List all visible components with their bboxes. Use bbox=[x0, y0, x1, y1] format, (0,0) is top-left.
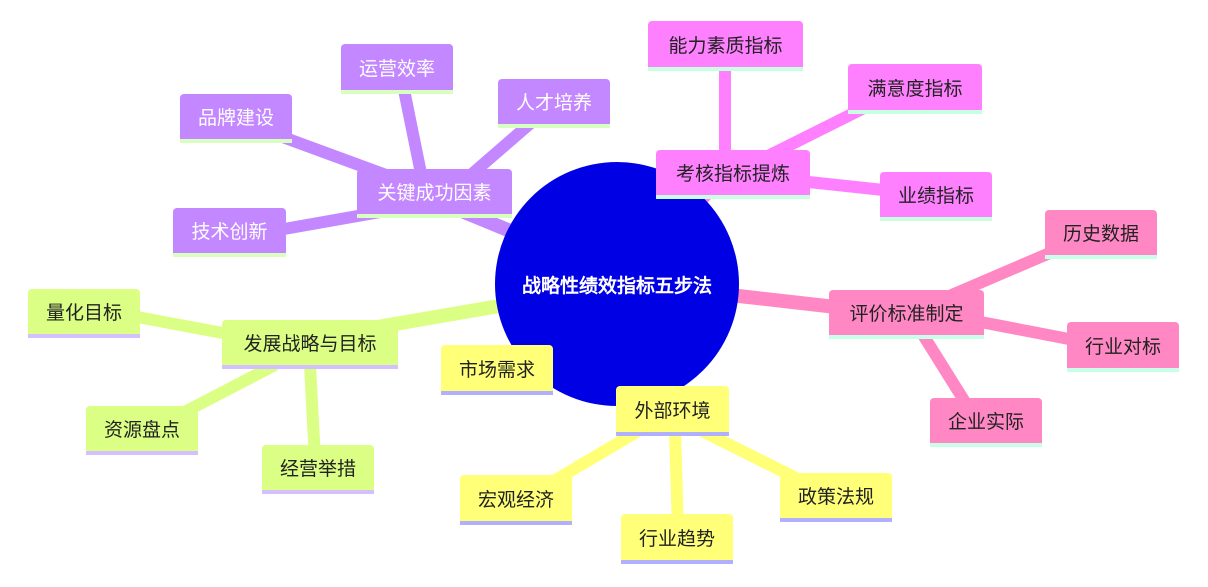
branch-indicators[interactable]: 考核指标提炼 bbox=[656, 150, 810, 199]
branch-success-factors[interactable]: 关键成功因素 bbox=[357, 169, 512, 218]
branch-environment[interactable]: 外部环境 bbox=[616, 386, 729, 436]
node-tech[interactable]: 技术创新 bbox=[173, 208, 286, 257]
node-history[interactable]: 历史数据 bbox=[1045, 210, 1157, 259]
node-benchmark[interactable]: 行业对标 bbox=[1067, 322, 1179, 372]
node-policy[interactable]: 政策法规 bbox=[780, 473, 892, 522]
node-operations[interactable]: 运营效率 bbox=[341, 44, 453, 94]
node-reality[interactable]: 企业实际 bbox=[930, 398, 1042, 447]
node-market[interactable]: 市场需求 bbox=[441, 345, 553, 395]
node-macro[interactable]: 宏观经济 bbox=[460, 475, 572, 525]
node-trend[interactable]: 行业趋势 bbox=[621, 514, 733, 564]
node-competency[interactable]: 能力素质指标 bbox=[648, 21, 803, 71]
central-topic-label: 战略性绩效指标五步法 bbox=[521, 274, 712, 297]
node-measures[interactable]: 经营举措 bbox=[262, 445, 374, 494]
node-brand[interactable]: 品牌建设 bbox=[180, 94, 292, 143]
node-resources[interactable]: 资源盘点 bbox=[86, 406, 198, 455]
branch-strategy[interactable]: 发展战略与目标 bbox=[222, 320, 398, 369]
node-performance[interactable]: 业绩指标 bbox=[880, 172, 992, 221]
branch-standards[interactable]: 评价标准制定 bbox=[829, 290, 984, 339]
node-quant-goals[interactable]: 量化目标 bbox=[28, 289, 140, 338]
node-satisfaction[interactable]: 满意度指标 bbox=[848, 64, 982, 114]
node-talent[interactable]: 人才培养 bbox=[498, 79, 610, 128]
